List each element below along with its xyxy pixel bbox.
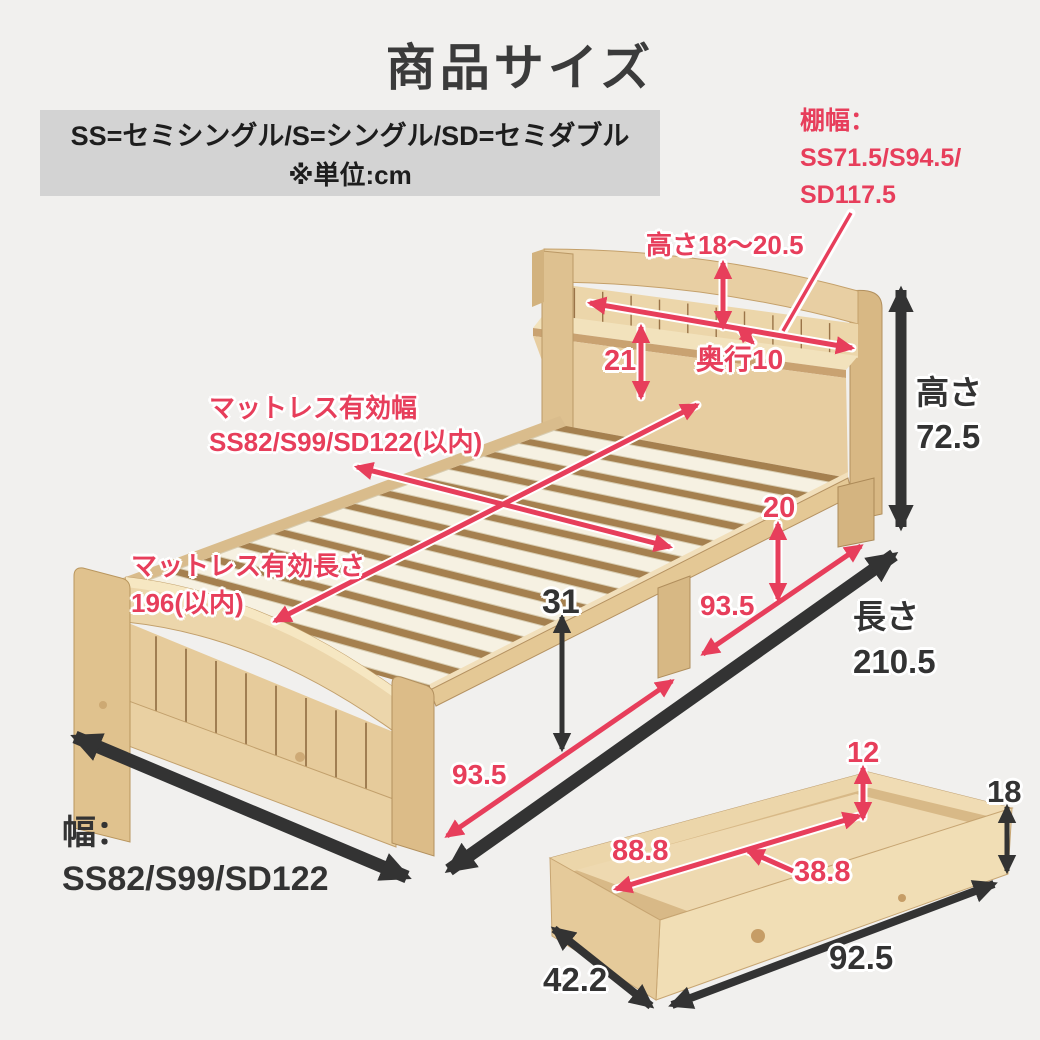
page-title: 商品サイズ [385,40,655,96]
arrow-total-length [444,549,899,876]
arrow-drawer-outer-width [550,925,655,1010]
dimension-arrows [70,208,1017,1010]
footboard-right-post [391,676,435,857]
dim-drawer-inner-width: 38.8 [794,856,851,888]
arrow-total-width [70,731,412,883]
mattress-length-label: マットレス有効長さ [131,551,366,581]
dim-drawer-inner-length: 88.8 [612,835,669,867]
mattress-width-label: マットレス有効幅 [209,393,418,423]
legend-line1: SS=セミシングル/S=シングル/SD=セミダブル [70,121,630,151]
headboard-left-post [541,250,574,433]
wood-knot [99,701,107,709]
dim-rail-height: 20 [763,492,796,524]
total-width-label: 幅： [62,814,130,852]
footboard-rail-highlight [126,577,396,699]
dim-leg-pitch-foot: 93.5 [452,759,507,790]
total-height-value: 72.5 [916,418,981,455]
dim-mattress-length: マットレス有効長さ 196(以内) [131,548,365,622]
leader-shelf-note [781,212,853,332]
shelf-note-line2: SS71.5/S94.5/ [800,144,962,172]
bed-head-leg [837,477,875,548]
dim-drawer-inner-height: 12 [847,737,880,769]
black-arrows [70,285,1017,1010]
total-length-label: 長さ [853,598,919,635]
arrow-drawer-outer-length [668,880,998,1009]
dim-drawer-outer-width: 42.2 [543,961,608,998]
dim-under-clearance: 31 [542,583,580,621]
dim-drawer-outer-length: 92.5 [829,939,894,976]
dim-shelf-clearance: 21 [604,345,637,377]
arrow-mattress-length [272,402,700,624]
dim-shelf-depth: 奥行10 [696,344,784,375]
wood-knot [898,894,906,902]
shelf-note-line3: SD117.5 [800,181,896,209]
dim-total-width: 幅： SS82/S99/SD122 [62,810,329,902]
shelf-note-line1: 棚幅： [800,107,876,135]
dim-mattress-width: マットレス有効幅 SS82/S99/SD122(以内) [209,391,482,459]
drawer-right-wall-top [862,772,1012,820]
total-width-value: SS82/S99/SD122 [62,860,329,898]
total-length-value: 210.5 [853,643,936,680]
bed-middle-leg [657,575,691,679]
arrow-shelf-depth [737,327,755,345]
dim-total-height: 高さ 72.5 [916,371,982,459]
dim-shelf-height: 高さ18〜20.5 [646,230,804,260]
mattress-width-value: SS82/S99/SD122(以内) [209,427,483,457]
legend-box: SS=セミシングル/S=シングル/SD=セミダブル ※単位:cm [40,110,660,196]
legend-line2: ※単位:cm [288,160,412,190]
dim-total-length: 長さ 210.5 [853,594,936,684]
dim-leg-pitch-head: 93.5 [700,590,755,621]
shelf-width-note: 棚幅： SS71.5/S94.5/ SD117.5 [800,103,961,214]
dim-drawer-outer-height: 18 [987,774,1022,809]
mattress-length-value: 196(以内) [131,588,244,618]
total-height-label: 高さ [916,374,982,411]
wood-knot [295,752,305,762]
headboard-left-lip [532,249,544,307]
wood-knot [751,929,765,943]
